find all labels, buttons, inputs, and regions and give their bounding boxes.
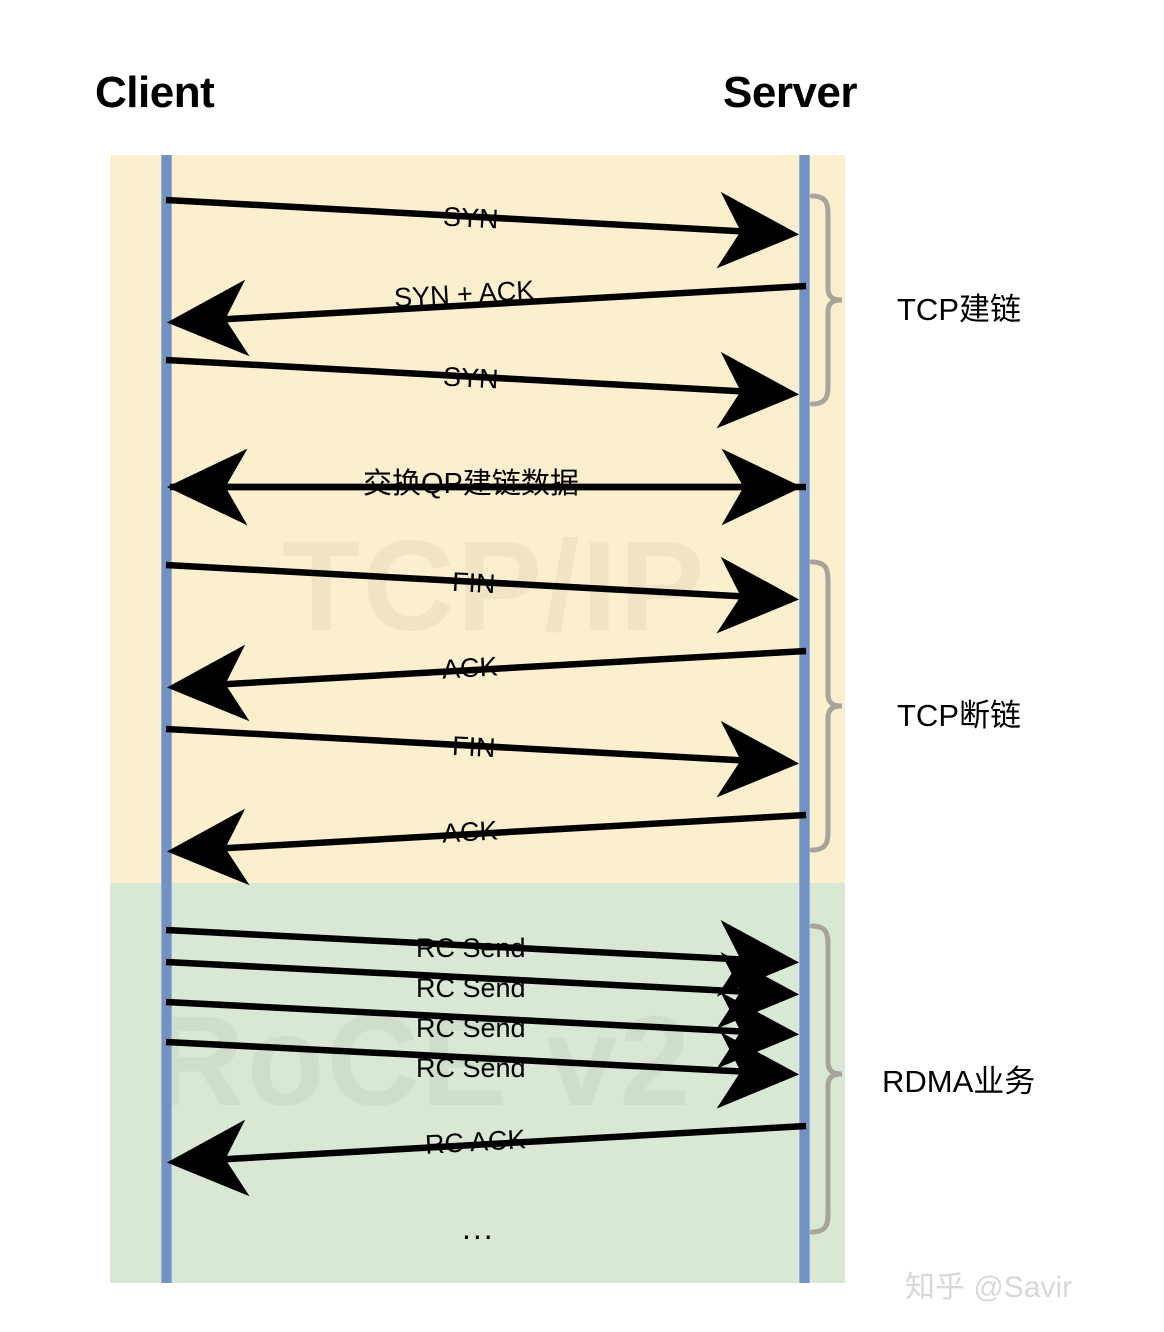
message-label-rc-ack: RC ACK xyxy=(424,1124,527,1160)
message-label-ack-2: ACK xyxy=(441,815,499,849)
message-label-rc-send-3: RC Send xyxy=(416,1013,526,1043)
lifeline-client xyxy=(161,155,172,1283)
continuation-ellipsis: ... xyxy=(462,1210,495,1246)
message-label-fin-2: FIN xyxy=(451,730,497,764)
annotation-label-tcp-connect: TCP建链 xyxy=(897,292,1021,327)
message-label-ack-1: ACK xyxy=(441,651,499,685)
annotation-label-tcp-disconnect: TCP断链 xyxy=(897,698,1021,733)
lifeline-server xyxy=(799,155,810,1283)
participant-header-client: Client xyxy=(95,68,215,117)
attribution-watermark: 知乎 @Savir xyxy=(905,1271,1073,1304)
message-label-rc-send-1: RC Send xyxy=(416,933,526,963)
message-label-qp-exchange: 交换QP建链数据 xyxy=(363,468,579,500)
message-label-syn-2: SYN xyxy=(442,361,500,395)
message-label-rc-send-2: RC Send xyxy=(416,973,526,1003)
message-label-fin-1: FIN xyxy=(451,566,497,600)
message-label-rc-send-4: RC Send xyxy=(416,1053,526,1083)
annotation-label-rdma: RDMA业务 xyxy=(882,1064,1036,1099)
message-label-syn-1: SYN xyxy=(442,201,500,235)
participant-header-server: Server xyxy=(723,68,858,117)
